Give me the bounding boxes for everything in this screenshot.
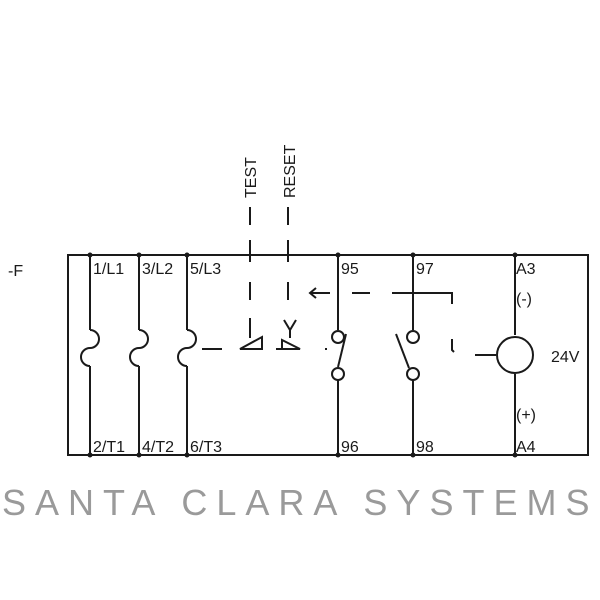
terminal-96: 96 [341,439,359,456]
terminal-98: 98 [416,439,434,456]
coil-minus-label: (-) [516,291,532,308]
coil-voltage-label: 24V [551,349,580,366]
test-button: TEST [243,157,260,338]
terminal-a4: A4 [516,439,536,456]
thermal-element-l2 [129,255,149,455]
terminal-3-l2: 3/L2 [142,261,173,278]
nc-contact-95-96 [331,255,347,455]
terminal-95: 95 [341,261,359,278]
mechanical-linkage [239,287,455,353]
test-label: TEST [243,157,260,198]
thermal-element-l1 [80,255,100,455]
terminal-97: 97 [416,261,434,278]
device-label: -F [8,263,23,280]
watermark: SANTA CLARA SYSTEMS [2,482,598,523]
junction-dots [87,252,518,458]
reset-label: RESET [282,144,299,198]
reset-button: RESET [282,144,299,300]
terminal-a3: A3 [516,261,536,278]
terminal-5-l3: 5/L3 [190,261,221,278]
terminal-6-t3: 6/T3 [190,439,222,456]
coil-a3-a4 [475,255,534,455]
coil-plus-label: (+) [516,407,536,424]
terminal-4-t2: 4/T2 [142,439,174,456]
thermal-element-l3 [177,255,222,455]
terminal-2-t1: 2/T1 [93,439,125,456]
device-frame [67,254,589,456]
terminal-1-l1: 1/L1 [93,261,124,278]
no-contact-97-98 [395,255,420,455]
